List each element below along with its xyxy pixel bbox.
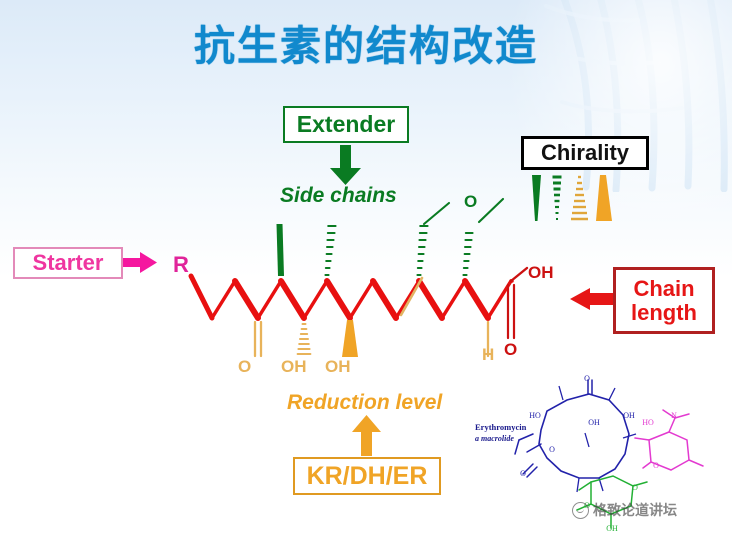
starter-label-box[interactable]: Starter	[13, 247, 123, 279]
side-chains-label: Side chains	[280, 184, 397, 207]
starter-label: Starter	[32, 250, 104, 275]
kr-dh-er-label: KR/DH/ER	[306, 461, 428, 490]
svg-text:O: O	[520, 469, 526, 478]
chirality-label-box[interactable]: Chirality	[521, 136, 649, 170]
erythromycin-structure: O O O HO OH OH	[463, 372, 729, 533]
molecule-name-line1: Erythromycin	[475, 422, 527, 432]
svg-text:N: N	[671, 411, 677, 420]
chain-length-label-line1: Chain	[633, 276, 695, 302]
terminus-oxygen-label: O	[504, 340, 518, 359]
watermark-text: 格致论道讲坛	[593, 503, 677, 519]
svg-text:O: O	[549, 445, 555, 454]
svg-text:OH: OH	[588, 418, 600, 427]
substituent-label-ketone: O	[238, 357, 252, 376]
chain-length-label-line2: length	[631, 299, 697, 325]
svg-text:O: O	[632, 483, 638, 492]
page-title: 抗生素的结构改造	[194, 22, 538, 70]
chain-start-substituent: R	[173, 252, 189, 277]
svg-text:HO: HO	[529, 411, 541, 420]
svg-text:HO: HO	[642, 418, 654, 427]
substituent-label-hydroxyl-2: OH	[325, 357, 351, 376]
molecule-name-label: Erythromycin a macrolide	[475, 422, 526, 444]
circle-smile-icon	[572, 501, 589, 519]
reduction-level-label: Reduction level	[287, 391, 443, 414]
substituent-label-hydroxyl-1: OH	[281, 357, 307, 376]
svg-text:O: O	[653, 461, 659, 470]
terminus-hydroxyl-label: OH	[528, 263, 554, 282]
svg-text:OH: OH	[606, 524, 618, 532]
extender-label-box[interactable]: Extender	[283, 106, 409, 143]
molecule-name-line2: a macrolide	[475, 433, 514, 443]
ether-oxygen-label: O	[464, 192, 478, 211]
extender-label: Extender	[296, 111, 396, 137]
svg-text:O: O	[584, 374, 590, 383]
chain-length-label-box[interactable]: Chain length	[613, 267, 715, 334]
svg-text:OH: OH	[623, 411, 635, 420]
substituent-label-hydrogen: H	[482, 345, 495, 364]
chirality-label: Chirality	[540, 140, 630, 165]
watermark: 格致论道讲坛	[572, 500, 677, 520]
kr-dh-er-label-box[interactable]: KR/DH/ER	[293, 457, 441, 495]
